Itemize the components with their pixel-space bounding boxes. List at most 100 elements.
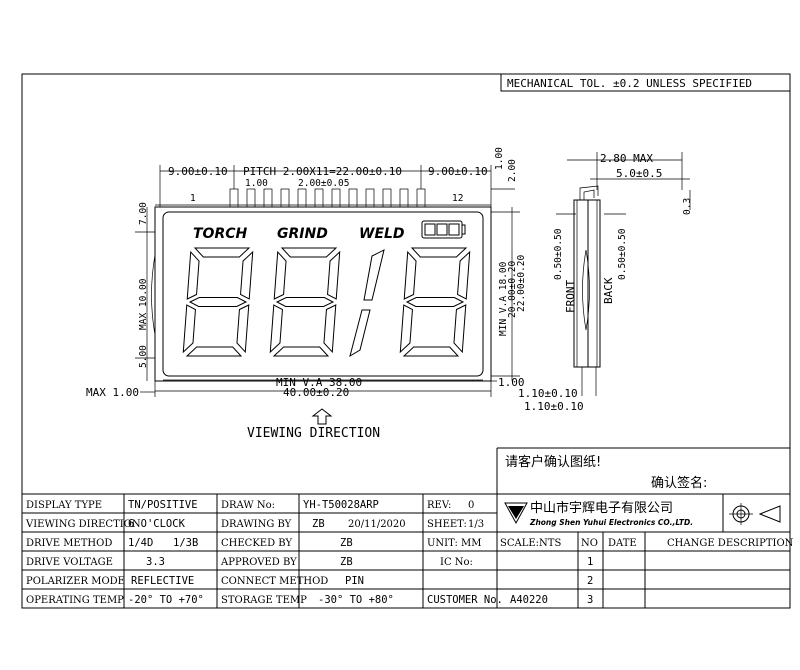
rev-header-desc: CHANGE DESCRIPTION — [667, 538, 794, 549]
tb-key2-0: DRAW No: — [221, 500, 275, 511]
tb-key2-3: APPROVED BY — [220, 557, 297, 568]
dim-left-pitch: 9.00±0.10 — [168, 165, 228, 178]
dim-left-max1: MAX 1.00 — [86, 386, 139, 399]
dim-side-front-thk: 0.50±0.50 — [553, 228, 564, 280]
seven-segment-digits — [182, 247, 471, 358]
dim-left-bottom: 5.00 — [138, 345, 149, 368]
digit-1-seg-b — [240, 250, 254, 300]
tb-key2-5: STORAGE TEMP — [221, 595, 307, 606]
tb-val2-0: YH-T50028ARP — [303, 499, 379, 511]
dim-pin-width: 1.00 — [245, 178, 268, 189]
company-name-en: Zhong Shen Yuhui Electronics CO.,LTD. — [529, 518, 693, 527]
confirm-line-1: 请客户确认图纸! — [505, 454, 601, 470]
tb-key3-2: UNIT: MM — [427, 538, 481, 549]
dim-pin-gap: 2.00±0.05 — [298, 178, 349, 189]
tb-val1-3: 3.3 — [146, 556, 165, 568]
front-view: 1 12 9.00±0.10 PITCH 2.00X11=22.00±0.10 … — [86, 147, 527, 399]
dim-left-top: 7.00 — [138, 202, 149, 225]
tb-val1b-2: 1/3B — [173, 537, 198, 549]
tb-val1-4: REFLECTIVE — [131, 575, 194, 587]
company-logo-icon — [504, 502, 528, 525]
digit-one-seg-1 — [363, 249, 385, 301]
tb-val2b-1: 20/11/2020 — [348, 519, 406, 530]
rev-row-2: 2 — [587, 575, 593, 587]
viewing-area — [162, 211, 484, 377]
dim-left-max: MAX 10.00 — [138, 278, 149, 330]
digit-2-seg-f — [273, 250, 287, 300]
tb-key1-4: POLARIZER MODE — [26, 576, 125, 587]
dim-top-right-b: 2.00 — [507, 159, 518, 182]
viewing-direction-arrow-icon — [311, 408, 333, 425]
digit-1-seg-e — [182, 304, 196, 354]
tb-key1-2: DRIVE METHOD — [26, 538, 112, 549]
dim-top-right-a: 1.00 — [494, 147, 505, 170]
confirm-signature-label: 确认签名: — [651, 475, 707, 491]
side-front-label: FRONT — [564, 280, 577, 313]
tb-val2a-1: ZB — [312, 518, 325, 530]
rev-header-no: NO — [581, 538, 598, 549]
digit-2-seg-c — [323, 304, 337, 354]
dim-right-a: 20.00±0.20 — [507, 261, 518, 318]
tb-val2-3: ZB — [340, 556, 353, 568]
tb-val3-5: A40220 — [510, 594, 548, 606]
dim-right-pitch: 9.00±0.10 — [428, 165, 488, 178]
dim-side-top: 5.0±0.5 — [616, 167, 662, 180]
digit-one-seg-2 — [349, 309, 371, 358]
dim-side-bot1: 1.10±0.10 — [518, 387, 578, 400]
tb-val1-1: 6 O'CLOCK — [128, 518, 186, 530]
rev-header-date: DATE — [608, 538, 637, 549]
tb-key2-2: CHECKED BY — [221, 538, 292, 549]
digit-1-seg-g — [188, 297, 248, 307]
tb-key3-1: SHEET: — [427, 519, 467, 530]
dim-side-gap: 0.3 — [682, 198, 693, 215]
dim-bottom-total: 40.00±0.20 — [283, 386, 349, 399]
digit-2-seg-e — [269, 304, 283, 354]
side-view: 2.80 MAX 5.0±0.5 0.3 0.50±0.50 0.50±0.50… — [518, 152, 693, 413]
digit-3-seg-a — [410, 247, 468, 258]
tb-key3-3: IC No: — [440, 557, 473, 568]
tb-val1-5: -20° TO +70° — [128, 594, 204, 606]
tb-key1-3: DRIVE VOLTAGE — [26, 557, 113, 568]
tb-key3-5: CUSTOMER No. — [427, 594, 503, 606]
projection-symbol-icon — [729, 503, 781, 525]
digit-1-seg-a — [193, 247, 251, 258]
tb-val1a-2: 1/4D — [128, 537, 153, 549]
digit-1-seg-c — [236, 304, 250, 354]
pin-row — [229, 188, 426, 208]
digit-2-seg-d — [272, 346, 330, 357]
dim-side-back-thk: 0.50±0.50 — [617, 228, 628, 280]
tb-key2-1: DRAWING BY — [221, 519, 292, 530]
tb-val3-1: 1/3 — [468, 519, 484, 530]
rev-row-3: 3 — [587, 594, 593, 606]
tb-val1-0: TN/POSITIVE — [128, 499, 198, 511]
tb-val2-2: ZB — [340, 537, 353, 549]
sheet-border — [21, 73, 791, 609]
dim-right-va: MIN V.A 18.00 — [498, 261, 509, 336]
digit-3-seg-c — [453, 304, 467, 354]
digit-3-seg-g — [405, 297, 465, 307]
digit-3-seg-f — [403, 250, 417, 300]
pin-1-label: 1 — [190, 193, 196, 204]
tb-val3-0: 0 — [468, 500, 474, 511]
label-weld: WELD — [359, 226, 405, 242]
digit-3-seg-e — [399, 304, 413, 354]
tb-val3-2: SCALE:NTS — [500, 538, 561, 549]
tb-val2-5: -30° TO +80° — [318, 594, 394, 606]
label-grind: GRIND — [277, 226, 328, 242]
digit-2-seg-a — [280, 247, 338, 258]
tb-key2-4: CONNECT METHOD — [221, 576, 328, 587]
pin-12-label: 12 — [452, 193, 463, 204]
digit-3-seg-b — [457, 250, 471, 300]
dim-pitch: PITCH 2.00X11=22.00±0.10 — [243, 165, 402, 178]
dim-bottom-va: MIN V.A 38.00 — [276, 376, 362, 389]
tb-key1-1: VIEWING DIRECTION — [25, 519, 141, 530]
tb-key3-0: REV: — [427, 500, 451, 511]
tb-key1-5: OPERATING TEMP — [26, 595, 124, 606]
tolerance-note: MECHANICAL TOL. ±0.2 UNLESS SPECIFIED — [507, 77, 752, 90]
battery-icon — [421, 220, 466, 239]
dim-right-b: 22.00±0.20 — [516, 255, 527, 312]
label-torch: TORCH — [193, 226, 248, 242]
digit-3-seg-d — [402, 346, 460, 357]
